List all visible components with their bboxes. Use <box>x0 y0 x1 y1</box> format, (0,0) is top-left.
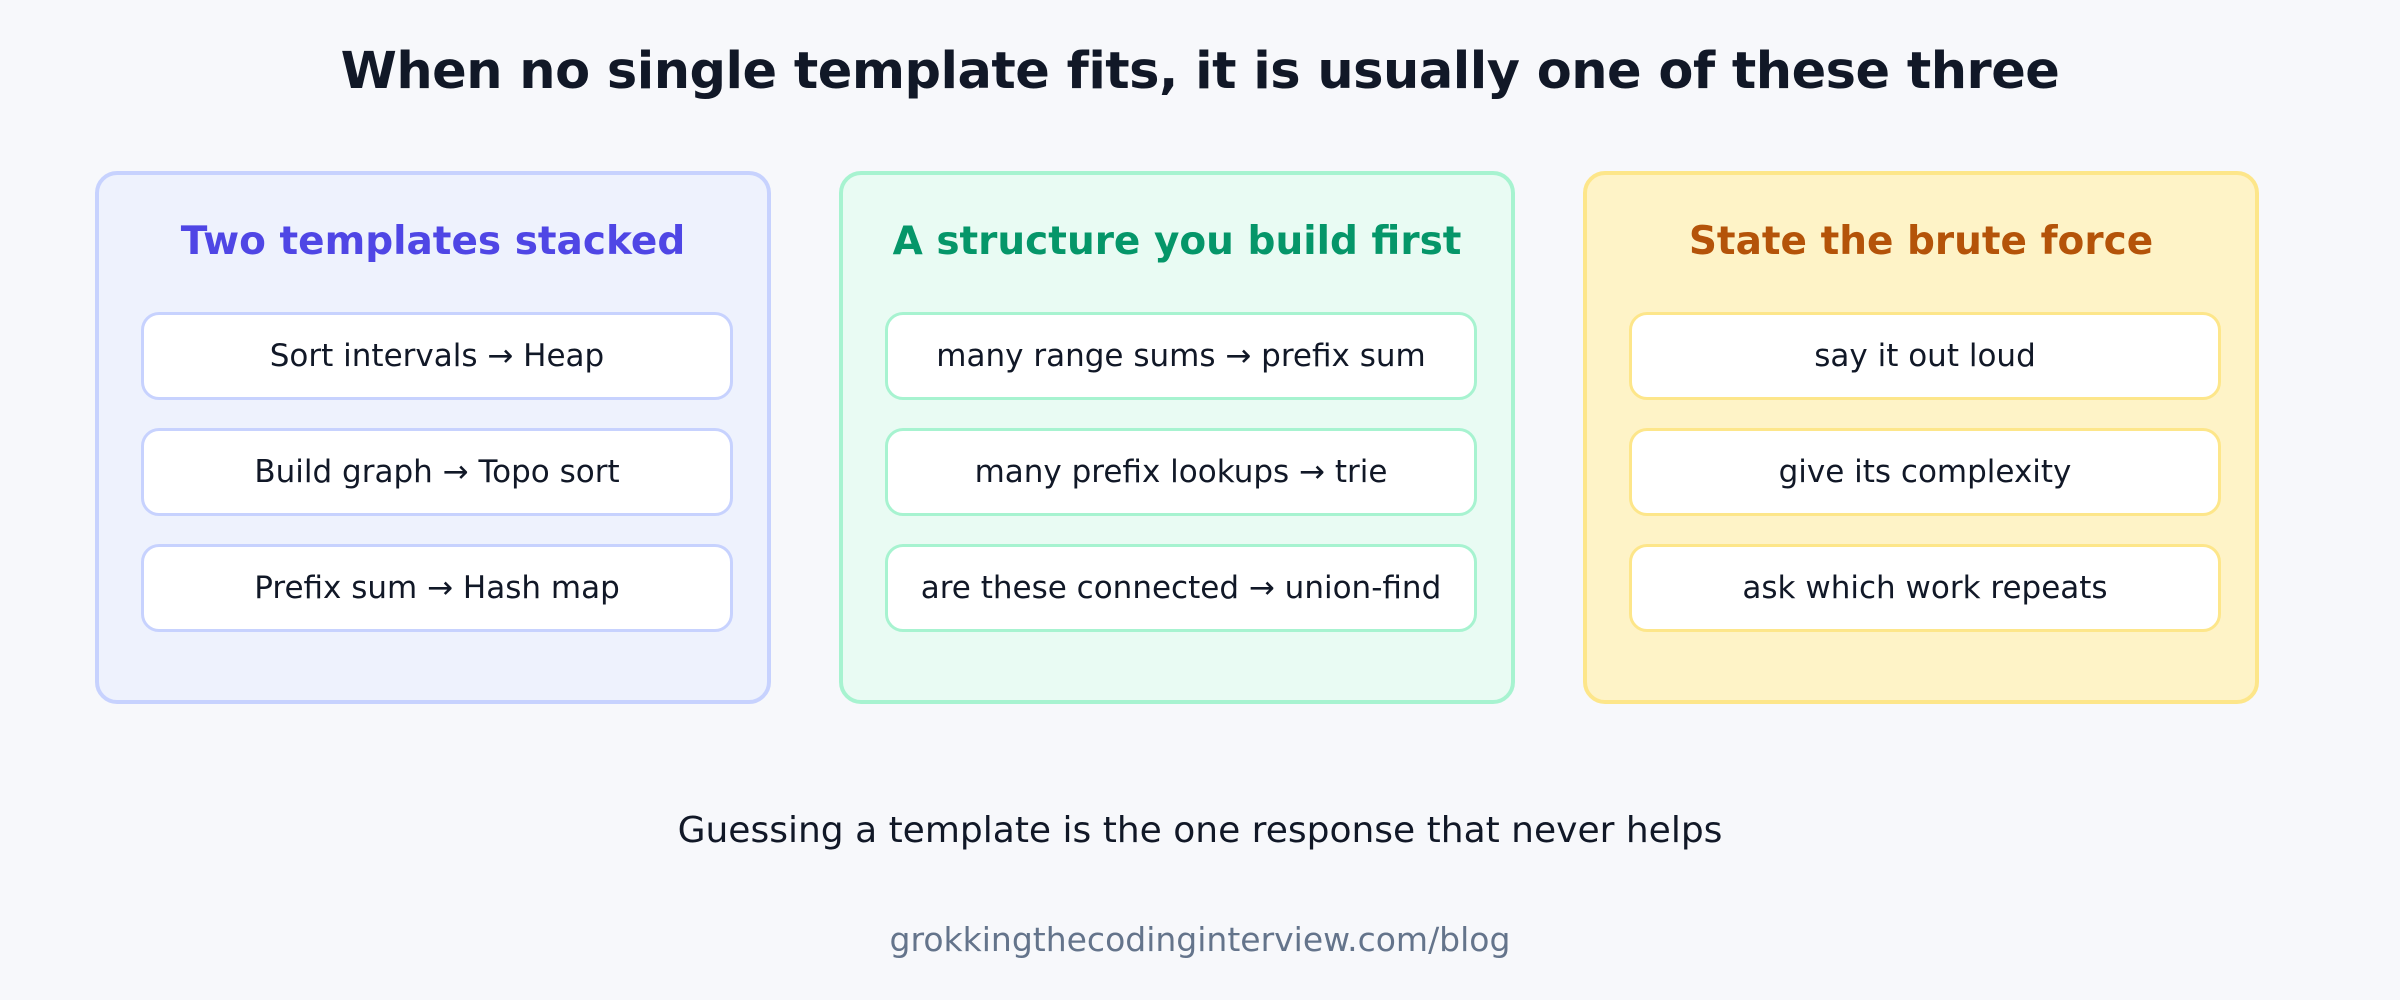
pattern-item: Prefix sum → Hash map <box>141 544 733 632</box>
panel-heading: A structure you build first <box>892 219 1462 264</box>
tagline: Guessing a template is the one response … <box>677 810 1723 851</box>
pattern-item: ask which work repeats <box>1629 544 2221 632</box>
panel-heading: Two templates stacked <box>180 219 686 264</box>
pattern-item: Build graph → Topo sort <box>141 428 733 516</box>
panel-heading: State the brute force <box>1688 219 2154 264</box>
pattern-item: say it out loud <box>1629 312 2221 400</box>
panel-state-brute-force: State the brute force say it out loud gi… <box>1583 171 2259 704</box>
panel-structure-build-first: A structure you build first many range s… <box>839 171 1515 704</box>
pattern-item: many prefix lookups → trie <box>885 428 1477 516</box>
panel-two-templates-stacked: Two templates stacked Sort intervals → H… <box>95 171 771 704</box>
footer-url: grokkingthecodinginterview.com/blog <box>889 920 1511 959</box>
pattern-item: are these connected → union-find <box>885 544 1477 632</box>
page-title: When no single template fits, it is usua… <box>340 42 2060 101</box>
pattern-item: many range sums → prefix sum <box>885 312 1477 400</box>
pattern-item: Sort intervals → Heap <box>141 312 733 400</box>
pattern-item: give its complexity <box>1629 428 2221 516</box>
